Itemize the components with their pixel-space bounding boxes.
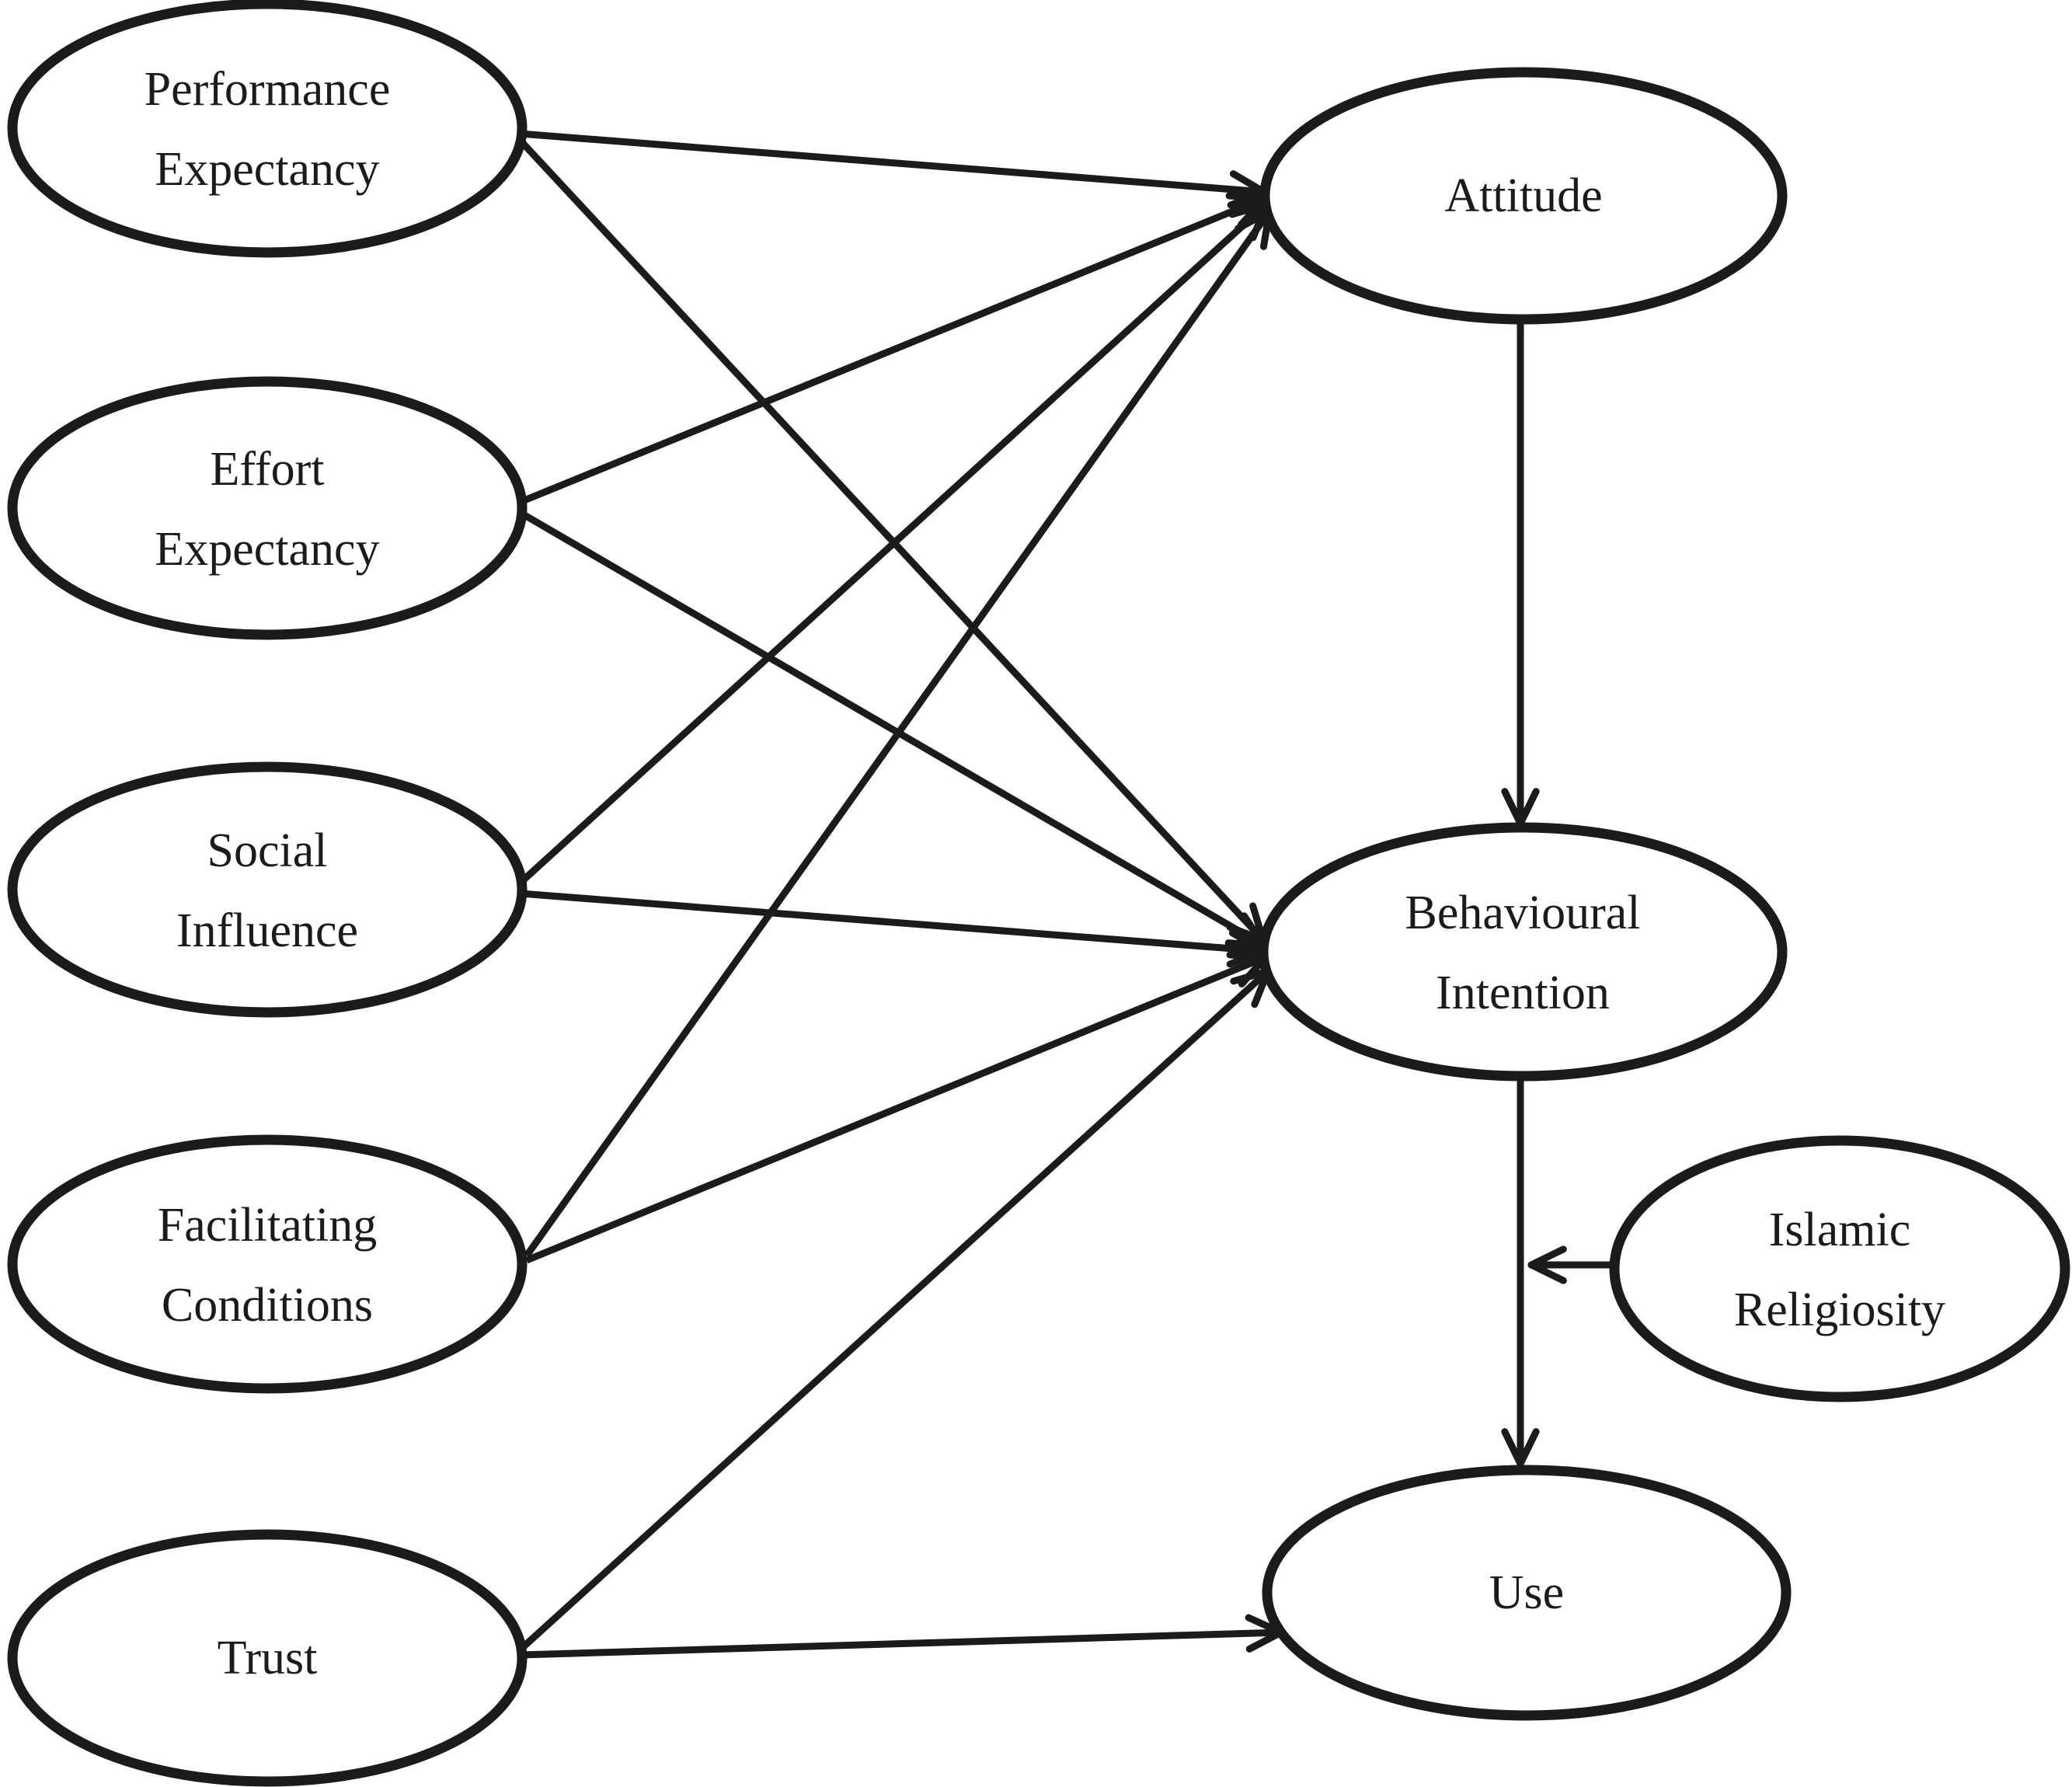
edge-facilitating-to-intention <box>525 951 1269 1264</box>
node-ellipse-effort-expectancy <box>7 376 528 640</box>
arrowhead-barb-a-attitude-to-intention <box>1501 788 1524 827</box>
edge-effort-to-attitude <box>519 192 1269 506</box>
node-ellipse-use <box>1262 1465 1792 1721</box>
edge-trust-to-intention <box>518 967 1272 1652</box>
node-label-line: Behavioural <box>1405 887 1640 939</box>
node-ellipse-islamic-religiosity <box>1609 1135 2070 1402</box>
arrowhead-barb-b-intention-to-use <box>1517 1428 1540 1468</box>
node-label-line: Expectancy <box>155 143 379 196</box>
edge-line-effort-to-intention <box>518 510 1266 949</box>
edge-line-facilitating-to-attitude <box>524 209 1273 1258</box>
edge-line-trust-to-use <box>521 1629 1282 1659</box>
node-ellipse-trust <box>7 1529 528 1787</box>
node-label-line: Trust <box>218 1632 318 1684</box>
edge-social-to-attitude <box>517 200 1270 886</box>
node-label-use: Use <box>1489 1566 1564 1619</box>
edge-line-performance-to-intention <box>517 137 1266 943</box>
node-use: Use <box>1262 1465 1792 1721</box>
edge-intention-to-use <box>1501 1077 1540 1468</box>
edge-trust-to-use <box>521 1614 1285 1659</box>
node-label-line: Influence <box>176 904 358 957</box>
arrowhead-barb-b-attitude-to-intention <box>1517 788 1540 827</box>
node-attitude: Attitude <box>1259 67 1788 325</box>
node-label-line: Use <box>1489 1566 1564 1619</box>
arrowhead-barb-b-effort-to-attitude <box>1225 192 1269 202</box>
edge-performance-to-attitude <box>519 130 1268 209</box>
edge-line-effort-to-attitude <box>519 194 1266 506</box>
node-label-line: Religiosity <box>1734 1284 1945 1336</box>
node-ellipse-performance-expectancy <box>7 0 528 258</box>
node-label-line: Facilitating <box>158 1199 377 1252</box>
edge-religiosity-to-intention-use-path <box>1527 1245 1614 1284</box>
edge-facilitating-to-attitude <box>524 207 1273 1258</box>
edge-line-social-to-attitude <box>517 201 1269 886</box>
node-label-attitude: Attitude <box>1444 169 1602 222</box>
edge-performance-to-intention <box>517 137 1267 944</box>
node-label-line: Performance <box>145 63 391 116</box>
node-ellipse-facilitating-conditions <box>7 1134 528 1394</box>
node-label-line: Social <box>207 824 328 877</box>
arrowhead-barb-a-religiosity-to-intention-use-path <box>1527 1245 1567 1269</box>
node-label-line: Attitude <box>1444 169 1602 222</box>
arrowhead-barb-a-trust-to-use <box>1245 1629 1285 1653</box>
node-label-line: Islamic <box>1769 1204 1911 1256</box>
node-trust: Trust <box>7 1529 528 1787</box>
edge-line-performance-to-attitude <box>519 130 1265 196</box>
node-label-line: Effort <box>211 443 325 496</box>
node-label-line: Expectancy <box>155 523 379 576</box>
node-label-line: Conditions <box>162 1279 373 1332</box>
node-label-trust: Trust <box>218 1632 318 1684</box>
arrowhead-barb-b-social-to-intention <box>1228 929 1267 955</box>
edge-line-facilitating-to-intention <box>525 953 1267 1264</box>
edge-attitude-to-intention <box>1501 320 1540 827</box>
arrowhead-barb-b-performance-to-attitude <box>1229 170 1268 196</box>
node-ellipse-social-influence <box>7 761 528 1018</box>
arrowhead-barb-a-intention-to-use <box>1501 1428 1524 1468</box>
edge-line-social-to-intention <box>520 890 1264 955</box>
edge-effort-to-intention <box>518 510 1268 949</box>
node-label-line: Intention <box>1436 967 1610 1019</box>
node-ellipse-behavioural-intention <box>1258 822 1788 1082</box>
node-ellipse-attitude <box>1259 67 1788 325</box>
edge-line-trust-to-intention <box>518 968 1271 1652</box>
edge-social-to-intention <box>520 890 1267 968</box>
arrowhead-barb-b-religiosity-to-intention-use-path <box>1527 1261 1567 1284</box>
